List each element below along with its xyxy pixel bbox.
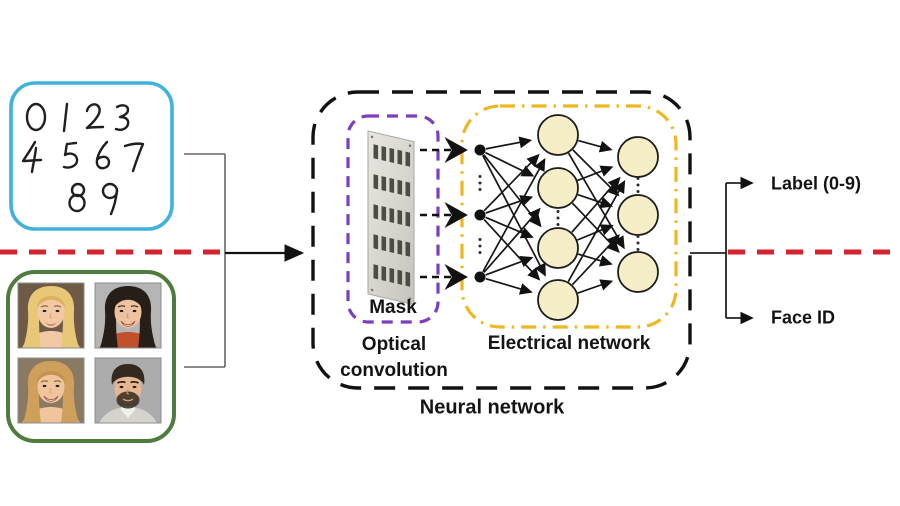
nn-link bbox=[578, 139, 613, 153]
face-photo-brunette-woman bbox=[94, 282, 162, 349]
nn-link bbox=[567, 179, 626, 283]
nn-input-node bbox=[474, 144, 486, 156]
digits-input-box bbox=[9, 81, 174, 231]
nn-link bbox=[577, 279, 614, 294]
digit-glyph-4 bbox=[21, 140, 43, 174]
nn-link bbox=[571, 234, 620, 286]
digit-glyph-7 bbox=[123, 142, 145, 173]
nn-link bbox=[485, 277, 533, 295]
nn-hidden-node bbox=[537, 114, 579, 156]
output-branch-connector bbox=[690, 183, 727, 318]
electrical-network-label: Electrical network bbox=[487, 333, 651, 354]
ellipsis-dots bbox=[636, 235, 640, 251]
digit-glyph-9 bbox=[101, 182, 119, 216]
nn-hidden-node bbox=[537, 167, 579, 209]
nn-hidden-node bbox=[537, 227, 579, 269]
face-photo-bearded-man bbox=[94, 357, 162, 424]
optical-label-line2: convolution bbox=[340, 360, 448, 381]
ellipsis-dots bbox=[636, 177, 640, 193]
face-photo-blonde-woman bbox=[17, 282, 85, 349]
nn-output-node bbox=[617, 194, 659, 236]
nn-input-node bbox=[474, 271, 486, 283]
ellipsis-dots bbox=[478, 175, 482, 191]
digit-glyph-8 bbox=[68, 182, 86, 213]
digit-glyph-3 bbox=[114, 104, 130, 131]
nn-hidden-node bbox=[537, 279, 579, 321]
optical-convolution-box bbox=[346, 114, 440, 324]
input-merge-connector bbox=[184, 153, 226, 368]
digit-glyph-1 bbox=[62, 102, 69, 133]
optical-label-line1: Optical bbox=[361, 334, 427, 355]
neural-network-label: Neural network bbox=[419, 396, 565, 419]
nn-link bbox=[485, 256, 534, 276]
digit-glyph-2 bbox=[85, 103, 105, 130]
ellipsis-dots bbox=[556, 210, 560, 226]
nn-link bbox=[571, 176, 621, 233]
face-photo-blonde-woman-smiling bbox=[17, 357, 85, 424]
nn-output-node bbox=[617, 251, 659, 293]
ellipsis-dots bbox=[478, 238, 482, 254]
nn-link bbox=[485, 195, 534, 214]
nn-output-node bbox=[617, 136, 659, 178]
output-label-digits: Label (0-9) bbox=[771, 173, 862, 194]
output-label-faceid: Face ID bbox=[771, 307, 836, 328]
nn-input-node bbox=[474, 209, 486, 221]
mask-label: Mask bbox=[369, 297, 417, 318]
nn-link bbox=[485, 151, 535, 177]
nn-link bbox=[577, 193, 614, 209]
nn-link bbox=[485, 216, 534, 239]
nn-link bbox=[485, 136, 533, 150]
digit-glyph-0 bbox=[25, 102, 47, 132]
digit-glyph-5 bbox=[62, 141, 79, 169]
nn-link bbox=[482, 158, 546, 273]
nn-link bbox=[483, 218, 541, 281]
nn-link bbox=[577, 165, 614, 182]
nn-link bbox=[483, 153, 540, 212]
nn-link bbox=[483, 207, 541, 274]
mask-plate bbox=[367, 130, 415, 306]
neural-network-graph bbox=[474, 114, 659, 321]
neural-network-box bbox=[311, 90, 692, 390]
handwritten-digits bbox=[21, 102, 145, 216]
digit-glyph-6 bbox=[95, 140, 111, 170]
